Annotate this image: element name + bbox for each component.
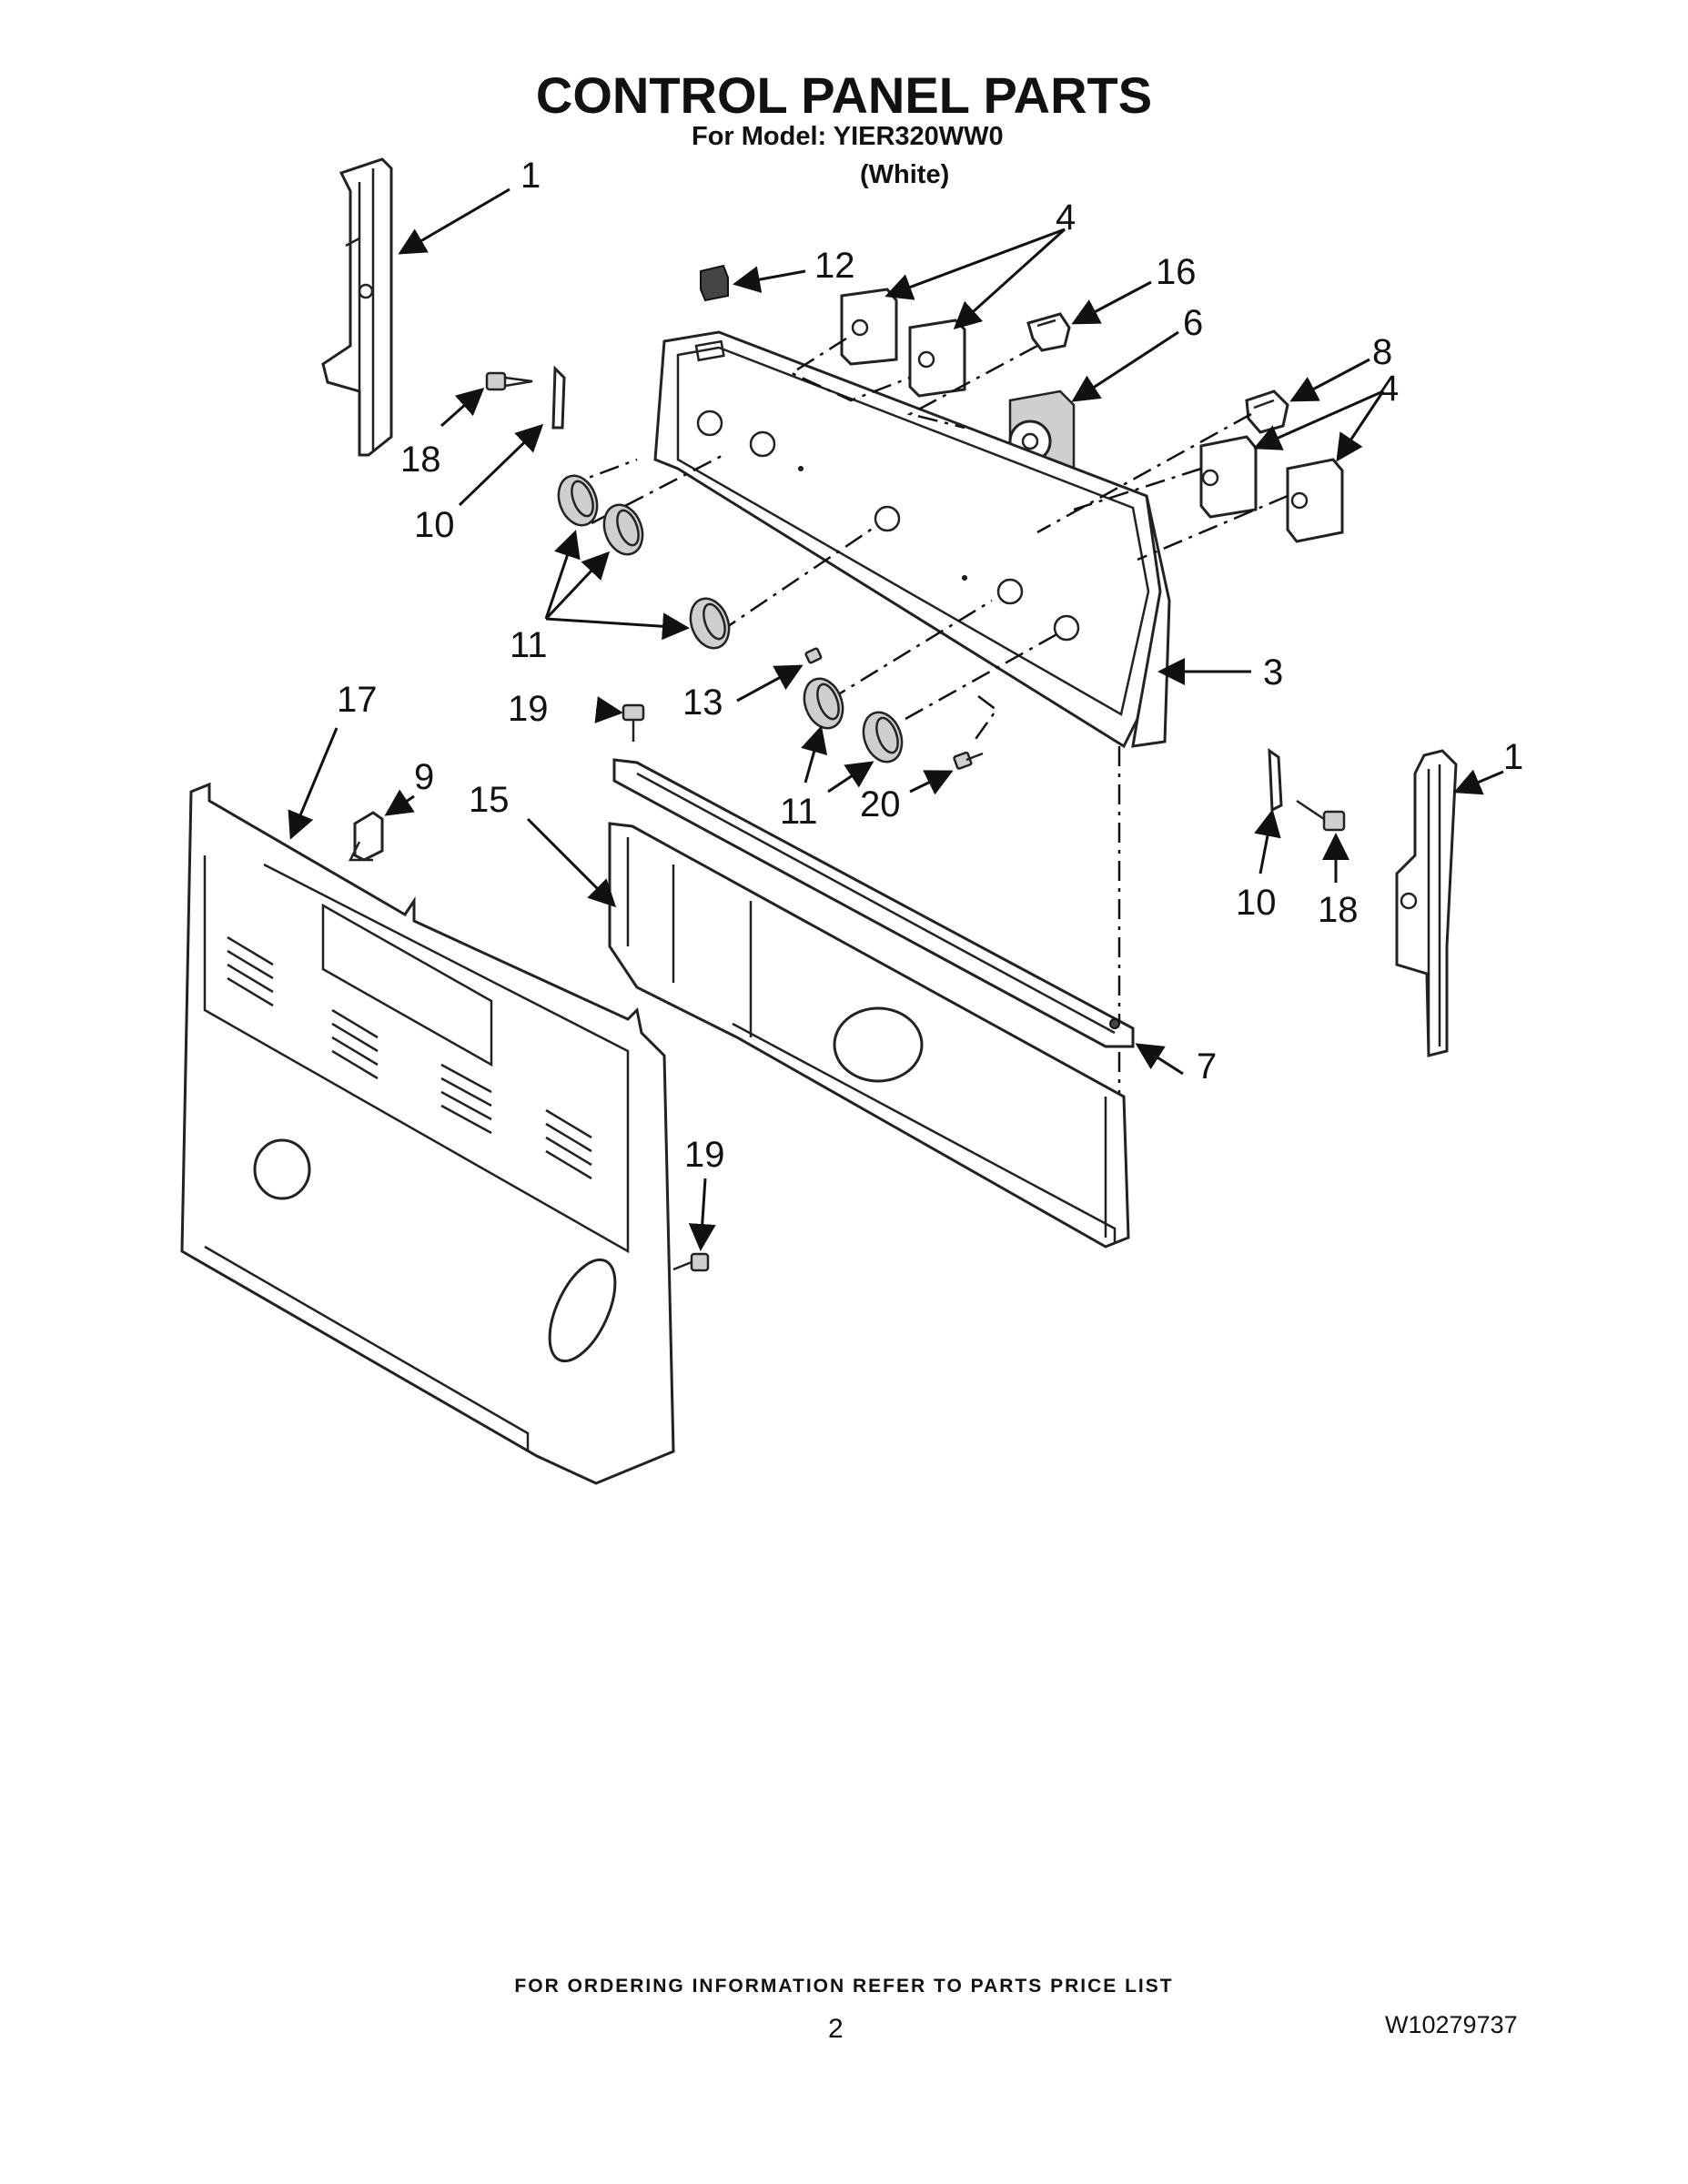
assembly-line-4 (1036, 412, 1252, 534)
callout-3: 3 (1263, 652, 1283, 693)
callout-18a: 18 (400, 440, 441, 480)
callout-4a: 4 (1056, 197, 1076, 238)
callout-10a: 10 (414, 505, 455, 545)
knob-4 (803, 677, 844, 730)
callout-7: 7 (1197, 1046, 1217, 1087)
assembly-line-9 (718, 526, 874, 634)
screw-right (1296, 799, 1346, 832)
document-number: W10279737 (1385, 2011, 1518, 2038)
callout-13: 13 (682, 682, 723, 723)
assembly-line-10 (827, 599, 993, 703)
leader-1b (1453, 769, 1504, 795)
leader-19a (594, 696, 623, 723)
assembly-line-8 (591, 453, 724, 525)
screw-19-top (622, 703, 645, 742)
infinite-switch-1 (840, 288, 898, 366)
leader-20 (909, 770, 954, 795)
leader-10b (1254, 809, 1281, 875)
callout-12: 12 (814, 246, 855, 286)
leader-11a-3 (545, 612, 690, 641)
leader-11a-2 (544, 551, 611, 621)
clip-right (1268, 748, 1283, 813)
screw-19-bottom (672, 1252, 710, 1272)
leader-7 (1135, 1043, 1184, 1076)
leader-17 (288, 727, 339, 840)
leader-4b-2 (1336, 390, 1385, 462)
screw-20 (953, 751, 984, 770)
control-panel-console (653, 330, 1171, 749)
leader-11b (801, 725, 828, 784)
leader-6 (1071, 330, 1179, 402)
leader-9 (384, 789, 415, 816)
page-title: CONTROL PANEL PARTS (535, 66, 1153, 124)
backguard-panel (180, 782, 675, 1485)
assembly-line-2 (906, 344, 1038, 430)
assembly-line-1 (789, 337, 911, 402)
rocker-switch (1245, 389, 1289, 434)
callout-11a: 11 (510, 625, 548, 665)
knob-5 (862, 711, 904, 763)
callout-9: 9 (414, 757, 434, 797)
side-bracket-left (321, 157, 393, 457)
callout-18b: 18 (1318, 890, 1359, 930)
side-bracket-right (1395, 749, 1458, 1057)
leader-15 (526, 817, 617, 908)
relay-clip (1026, 312, 1071, 352)
wire-clip (348, 811, 384, 862)
assembly-line-11 (905, 631, 1061, 721)
leader-1a (398, 187, 510, 255)
callout-6: 6 (1183, 303, 1203, 343)
leader-19b (688, 1178, 716, 1251)
leader-10a (458, 423, 544, 507)
small-screw (804, 647, 823, 664)
callout-19b: 19 (684, 1135, 725, 1175)
callout-20: 20 (860, 784, 901, 824)
leader-8 (1289, 358, 1370, 402)
leader-11a-1 (544, 530, 581, 620)
ordering-note: FOR ORDERING INFORMATION REFER TO PARTS … (514, 1976, 1174, 1997)
callout-1a: 1 (521, 156, 541, 196)
leader-4b-1 (1253, 389, 1384, 450)
callout-8: 8 (1372, 332, 1392, 372)
leader-12 (733, 266, 806, 293)
clip-left (551, 365, 566, 430)
leader-11c (827, 761, 874, 794)
indicator-light (700, 264, 729, 302)
leader-13 (736, 664, 804, 703)
leader-16 (1071, 280, 1152, 325)
callout-10b: 10 (1236, 883, 1277, 923)
console-support-channel (612, 758, 1135, 1048)
callout-11b: 11 (780, 792, 818, 832)
rear-heat-shield (608, 822, 1130, 1249)
knob-2 (602, 503, 644, 556)
assembly-line-12 (972, 695, 998, 743)
infinite-switch-4 (1286, 458, 1344, 543)
callout-1b: 1 (1503, 737, 1523, 777)
callout-16: 16 (1156, 252, 1197, 292)
callout-15: 15 (469, 780, 510, 820)
screw-left (485, 371, 533, 391)
page-number: 2 (828, 2014, 844, 2044)
leader-4a-2 (953, 228, 1066, 330)
model-line: For Model: YIER320WW0 (692, 122, 1004, 151)
leader-18a (440, 388, 485, 428)
color-variant: (White) (860, 160, 950, 189)
callout-19a: 19 (508, 689, 549, 729)
infinite-switch-3 (1199, 435, 1258, 519)
leader-4a-1 (884, 228, 1066, 300)
assembly-line-3 (1073, 467, 1202, 511)
callout-4b: 4 (1379, 369, 1399, 409)
knob-1 (557, 474, 599, 527)
callout-17: 17 (337, 680, 378, 720)
assembly-line-5 (1137, 494, 1289, 561)
infinite-switch-2 (908, 318, 966, 398)
knob-3 (689, 597, 731, 650)
